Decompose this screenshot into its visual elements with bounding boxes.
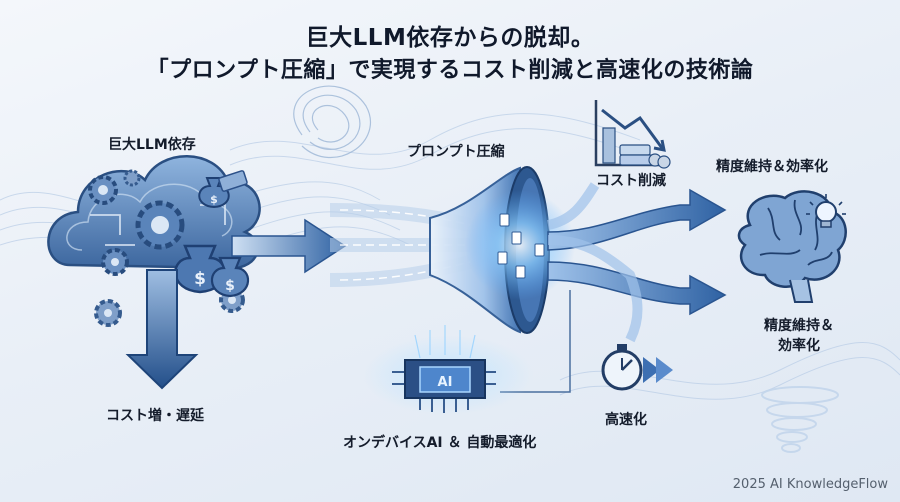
title-line-2: 「プロンプト圧縮」で実現するコスト削減と高速化の技術論 (146, 58, 754, 83)
svg-text:$: $ (194, 269, 206, 289)
label-llm-dependency: 巨大LLM依存 (108, 137, 196, 153)
gear-icon (88, 169, 245, 327)
chart-down-icon (594, 100, 671, 169)
label-cost-increase-delay: コスト増・遅延 (106, 408, 204, 424)
label-prompt-compression: プロンプト圧縮 (407, 144, 505, 160)
label-accuracy-efficiency-bottom-line2: 効率化 (778, 338, 820, 354)
chip-icon (363, 325, 533, 415)
down-arrow (125, 269, 199, 390)
label-speedup: 高速化 (605, 412, 647, 428)
label-accuracy-efficiency-top: 精度維持＆効率化 (716, 159, 828, 175)
label-accuracy-efficiency-bottom: 精度維持＆ 効率化 (754, 315, 844, 355)
swirl-icon (293, 85, 372, 158)
svg-text:$: $ (225, 278, 235, 294)
tornado-icon (761, 386, 839, 453)
label-accuracy-efficiency-bottom-line1: 精度維持＆ (764, 318, 834, 334)
label-cost-reduction: コスト削減 (596, 173, 666, 189)
stopwatch-icon (601, 344, 673, 391)
chip-label: AI (438, 375, 453, 390)
right-arrow (231, 218, 347, 274)
svg-text:$: $ (210, 193, 218, 206)
label-on-device-ai: オンデバイスAI ＆ 自動最適化 (343, 435, 537, 451)
footer-credit: 2025 AI KnowledgeFlow (732, 477, 888, 492)
output-arrows (546, 182, 727, 343)
lightbulb-icon (806, 194, 846, 228)
money-bag-icon: $ $ $ (174, 170, 250, 298)
title-line-1: 巨大LLM依存からの脱却。 (305, 25, 595, 51)
